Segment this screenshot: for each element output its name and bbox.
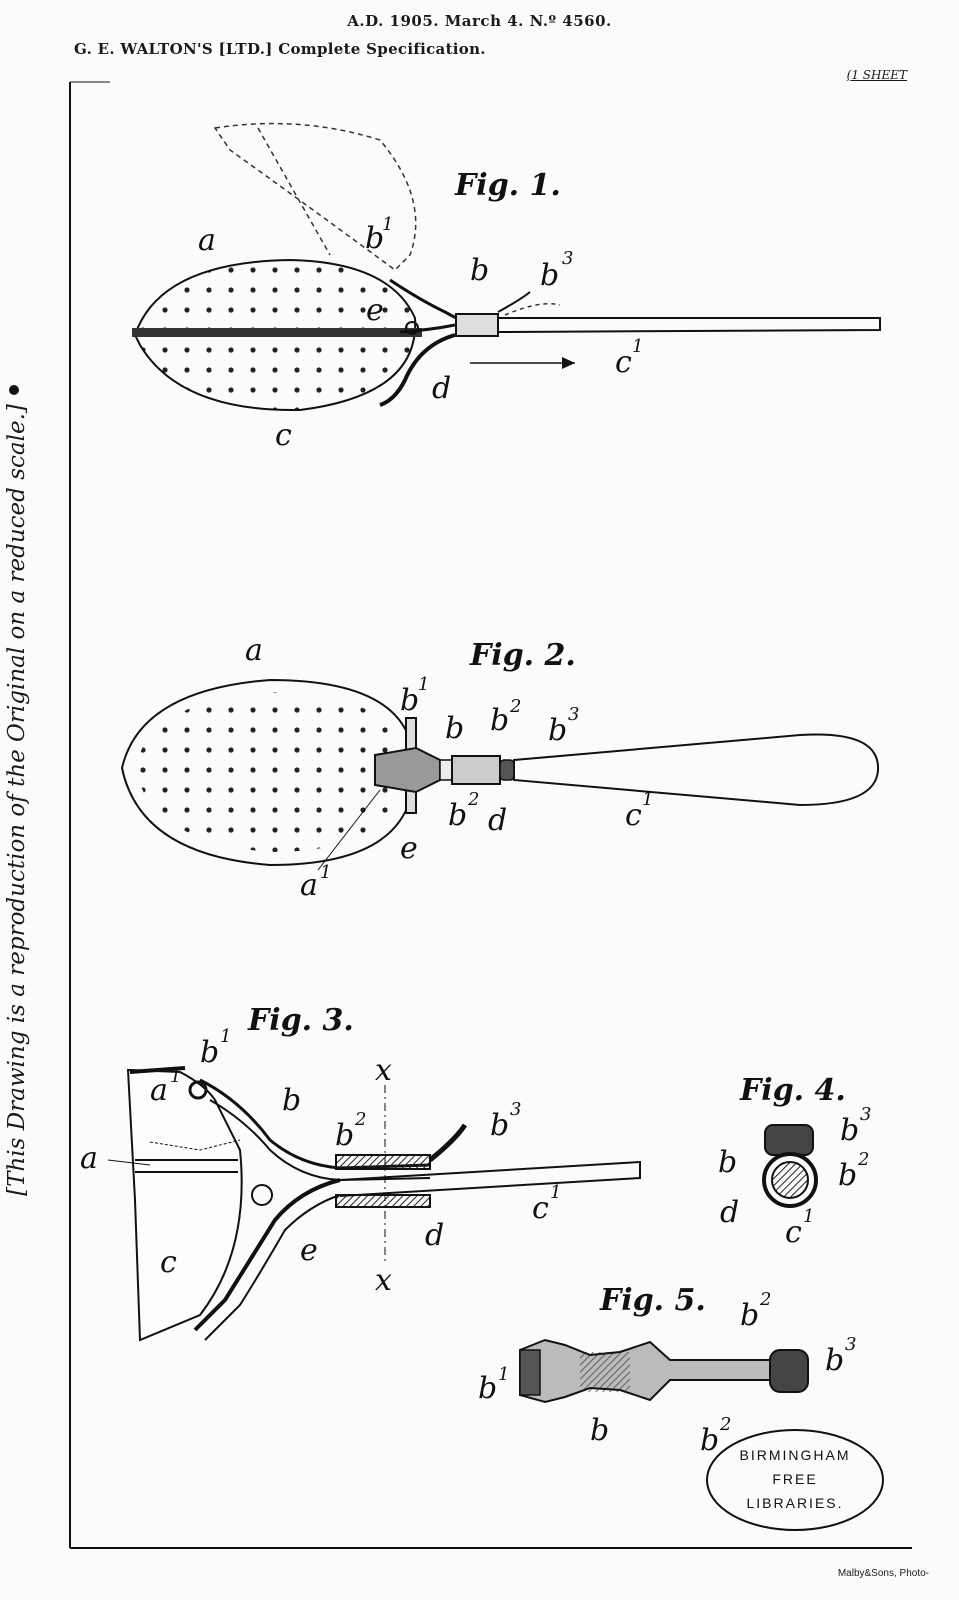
fig5-label-b2-bottom: b: [700, 1423, 719, 1458]
fig2-label-b1-sup: 1: [418, 674, 429, 695]
photo-credit: Malby&Sons, Photo-: [837, 1568, 929, 1579]
fig-5-title: Fig. 5.: [599, 1283, 706, 1318]
fig-3-title: Fig. 3.: [247, 1003, 354, 1038]
fig2-label-b3-sup: 3: [568, 704, 579, 725]
header-subtitle: G. E. WALTON'S [LTD.] Complete Specifica…: [74, 40, 486, 58]
fig3-label-e: e: [300, 1233, 318, 1268]
fig4-label-b3: b: [840, 1113, 859, 1148]
fig2-label-b2-sup: 2: [509, 696, 521, 717]
fig5-label-b2-top: b: [740, 1298, 759, 1333]
figure-2: Fig. 2. a b 1 b b 2 b 3 b 2 d c 1 e a 1: [120, 633, 880, 903]
fig2-label-b: b: [445, 711, 464, 746]
sheet-note: (1 SHEET: [846, 68, 907, 82]
fig3-label-b: b: [282, 1083, 301, 1118]
fig2-label-a1-sup: 1: [320, 862, 331, 883]
fig3-label-x-bottom: x: [375, 1263, 392, 1298]
fig2-label-b1: b: [400, 683, 419, 718]
figure-1: Fig. 1. a b 1 b b 3 e d c 1 c: [132, 122, 881, 453]
fig1-label-a: a: [198, 223, 216, 258]
fig3-label-c1: c: [532, 1191, 549, 1226]
fig5-label-b1: b: [478, 1371, 497, 1406]
fig1-label-c: c: [275, 418, 292, 453]
fig1-label-b3-sup: 3: [562, 248, 573, 269]
bullet-mark: [9, 385, 19, 395]
fig3-label-d: d: [425, 1218, 444, 1253]
stamp-line-3: LIBRARIES.: [746, 1495, 843, 1511]
fig2-label-b2: b: [490, 703, 509, 738]
fig2-label-e: e: [400, 831, 418, 866]
fig5-label-b1-sup: 1: [498, 1364, 509, 1385]
fig2-label-b2b-sup: 2: [467, 789, 479, 810]
fig5-label-b: b: [590, 1413, 609, 1448]
fig1-label-b1: b: [365, 221, 384, 256]
fig1-label-b3: b: [540, 258, 559, 293]
fig4-label-c1: c: [785, 1215, 802, 1250]
figure-4: Fig. 4. b b 3 b 2 d c 1: [718, 1073, 871, 1250]
fig5-label-b3: b: [825, 1343, 844, 1378]
figure-5: Fig. 5. b 1 b b 2 b 3 b 2: [478, 1283, 856, 1458]
fig3-label-a: a: [80, 1141, 98, 1176]
library-stamp: BIRMINGHAM FREE LIBRARIES.: [706, 1429, 884, 1531]
fig2-label-c1: c: [625, 798, 642, 833]
fig2-label-a: a: [245, 633, 263, 668]
fig4-label-b2: b: [838, 1158, 857, 1193]
fig-1-title: Fig. 1.: [454, 168, 561, 203]
fig4-label-c1-sup: 1: [803, 1206, 814, 1227]
fig1-label-c1-sup: 1: [632, 336, 643, 357]
stamp-line-1: BIRMINGHAM: [740, 1447, 851, 1463]
fig1-label-e: e: [366, 293, 384, 328]
fig1-label-b1-sup: 1: [382, 214, 393, 235]
fig3-label-b3: b: [490, 1108, 509, 1143]
fig3-label-a1: a: [150, 1073, 168, 1108]
stamp-line-2: FREE: [772, 1471, 817, 1487]
fig3-label-c1-sup: 1: [550, 1182, 561, 1203]
fig4-label-b2-sup: 2: [857, 1149, 869, 1170]
fig1-label-c1: c: [615, 345, 632, 380]
header-title: A.D. 1905. March 4. N.º 4560.: [347, 12, 612, 30]
fig3-label-x-top: x: [375, 1053, 392, 1088]
fig2-label-a1: a: [300, 868, 318, 903]
fig5-label-b2-bottom-sup: 2: [719, 1414, 731, 1435]
fig3-label-b1: b: [200, 1035, 219, 1070]
fig2-label-d: d: [488, 803, 507, 838]
fig2-label-c1-sup: 1: [642, 789, 653, 810]
fig4-label-b: b: [718, 1145, 737, 1180]
fig2-label-b3: b: [548, 713, 567, 748]
figure-3: Fig. 3. b 1 a 1 b x b 2 b 3 a c 1: [80, 1003, 641, 1342]
fig5-label-b2-top-sup: 2: [759, 1289, 771, 1310]
fig3-label-b1-sup: 1: [220, 1026, 231, 1047]
fig3-label-b3-sup: 3: [510, 1099, 521, 1120]
fig3-label-a1-sup: 1: [170, 1066, 181, 1087]
fig3-label-b2-sup: 2: [354, 1109, 366, 1130]
fig4-label-b3-sup: 3: [860, 1104, 871, 1125]
fig1-label-d: d: [432, 371, 451, 406]
fig1-label-b: b: [470, 253, 489, 288]
fig-2-title: Fig. 2.: [469, 638, 576, 673]
fig4-label-d: d: [720, 1195, 739, 1230]
fig5-label-b3-sup: 3: [845, 1334, 856, 1355]
fig2-label-b2b: b: [448, 798, 467, 833]
fig3-label-c: c: [160, 1245, 177, 1280]
fig-4-title: Fig. 4.: [739, 1073, 846, 1108]
fig3-label-b2: b: [335, 1118, 354, 1153]
drawing-frame: [69, 81, 912, 1549]
